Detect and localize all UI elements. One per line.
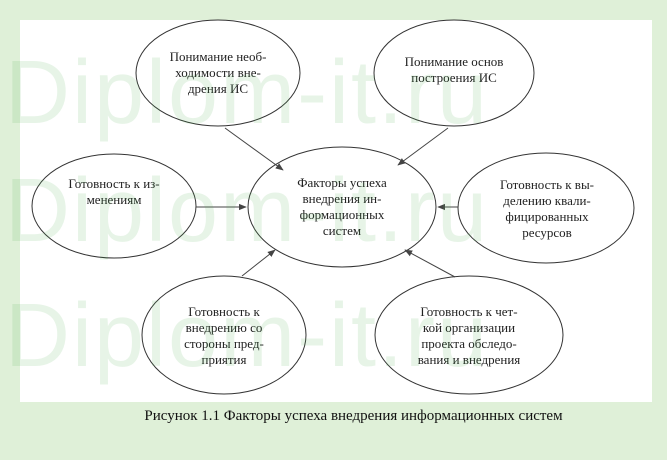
node-bottom-left-text: Готовность к внедрению со стороны пред- … [184, 304, 264, 367]
arrow-bottom-left [241, 249, 276, 277]
ellipse-bottom-left [141, 275, 307, 395]
arrow-top-right [397, 127, 449, 166]
ellipse-top-left [135, 19, 301, 127]
ellipse-bottom-right [374, 275, 564, 395]
node-top-right-text: Понимание основ построения ИС [404, 54, 504, 85]
ellipse-mid-right [457, 152, 635, 264]
node-bottom-right-text: Готовность к чет- кой организации проект… [417, 304, 521, 367]
node-mid-left-text: Готовность к из- менениям [68, 176, 160, 207]
figure-caption: Рисунок 1.1 Факторы успеха внедрения инф… [144, 408, 563, 424]
arrow-bottom-right [404, 249, 456, 278]
ellipse-top-right [373, 19, 535, 127]
ellipse-mid-left [31, 153, 197, 259]
ellipse-center [247, 146, 437, 268]
arrow-top-left [224, 127, 284, 171]
node-top-left-text: Понимание необ- ходимости вне- дрения ИС [169, 49, 267, 96]
node-center-text: Факторы успеха внедрения ин- формационны… [297, 175, 387, 238]
node-mid-right-text: Готовность к вы- делению квали- фицирова… [499, 177, 595, 240]
